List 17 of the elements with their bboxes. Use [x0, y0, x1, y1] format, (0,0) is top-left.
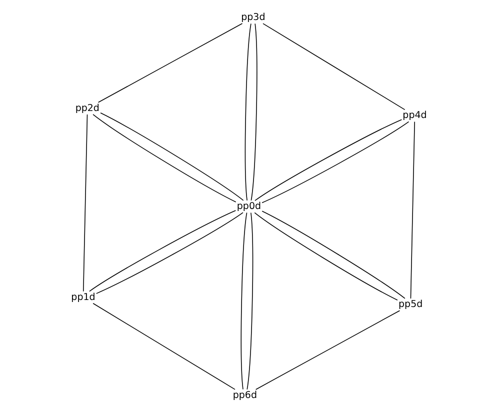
connector — [92, 303, 236, 390]
node-text: pp0d — [236, 201, 262, 212]
node-text: pp2d — [75, 102, 100, 114]
connector — [82, 114, 88, 292]
connector — [250, 23, 258, 201]
connector — [262, 23, 406, 110]
node-text: pp5d — [398, 299, 423, 310]
connector — [98, 23, 243, 103]
node-text: pp4d — [402, 110, 427, 122]
connector — [410, 121, 416, 299]
node-text: pp6d — [232, 390, 257, 401]
connector — [244, 23, 252, 201]
connector — [246, 212, 254, 390]
node-text: pp1d — [71, 292, 96, 303]
connector — [240, 212, 248, 390]
node-text: pp3d — [241, 12, 266, 24]
connector — [255, 310, 400, 390]
